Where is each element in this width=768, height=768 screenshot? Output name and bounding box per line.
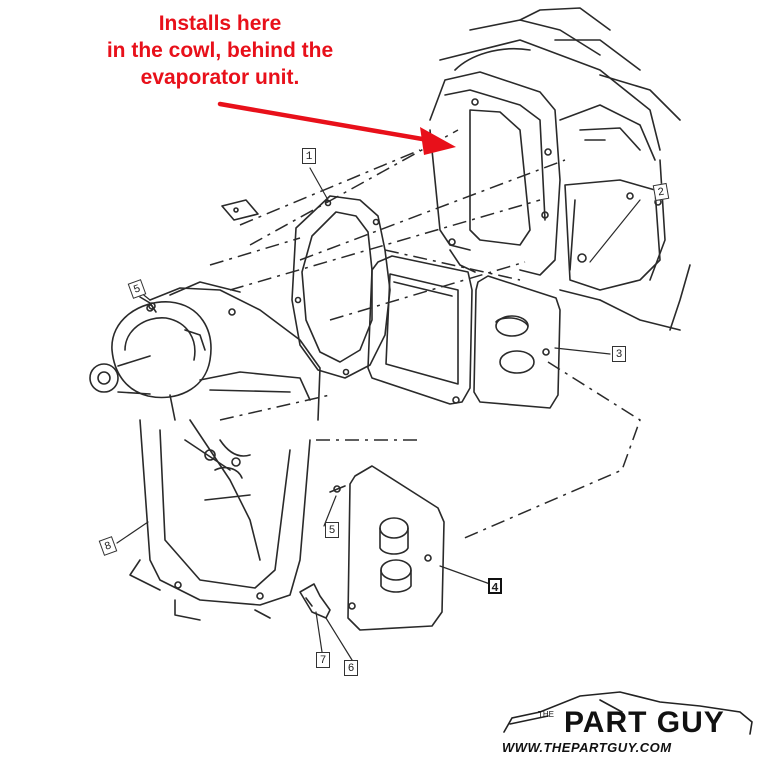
car-silhouette-logo	[503, 691, 753, 735]
logo-url-text: WWW.THEPARTGUY.COM	[502, 740, 672, 755]
callout-3: 3	[612, 346, 626, 362]
seal-plate-part-4	[347, 465, 445, 631]
blower-motor-assembly	[89, 281, 321, 621]
cowl-firewall-structure	[429, 7, 691, 331]
alignment-dashed-lines	[209, 129, 641, 541]
callout-4: 4	[488, 578, 502, 595]
seal-plate-part-3	[473, 275, 561, 409]
part-guy-logo: THE PART GUY WWW.THEPARTGUY.COM	[498, 686, 760, 762]
callout-5-lower: 5	[325, 522, 339, 538]
note-line-2: in the cowl, behind the	[106, 39, 334, 62]
callout-6: 6	[344, 660, 358, 676]
note-line-3: evaporator unit.	[140, 66, 300, 89]
logo-the-text: THE	[538, 710, 554, 719]
tag-bracket	[221, 199, 259, 221]
callout-7: 7	[316, 652, 330, 668]
callout-2: 2	[652, 182, 670, 202]
screw-part-5	[139, 296, 346, 493]
note-line-1: Installs here	[158, 12, 282, 35]
duct-plate	[367, 255, 473, 405]
logo-name-text: PART GUY	[564, 706, 725, 739]
callout-1: 1	[302, 148, 316, 164]
leader-lines	[116, 167, 641, 661]
installation-note: Installs here in the cowl, behind the ev…	[60, 10, 380, 91]
red-arrow	[217, 101, 456, 155]
clip-parts-6-7	[299, 583, 331, 619]
